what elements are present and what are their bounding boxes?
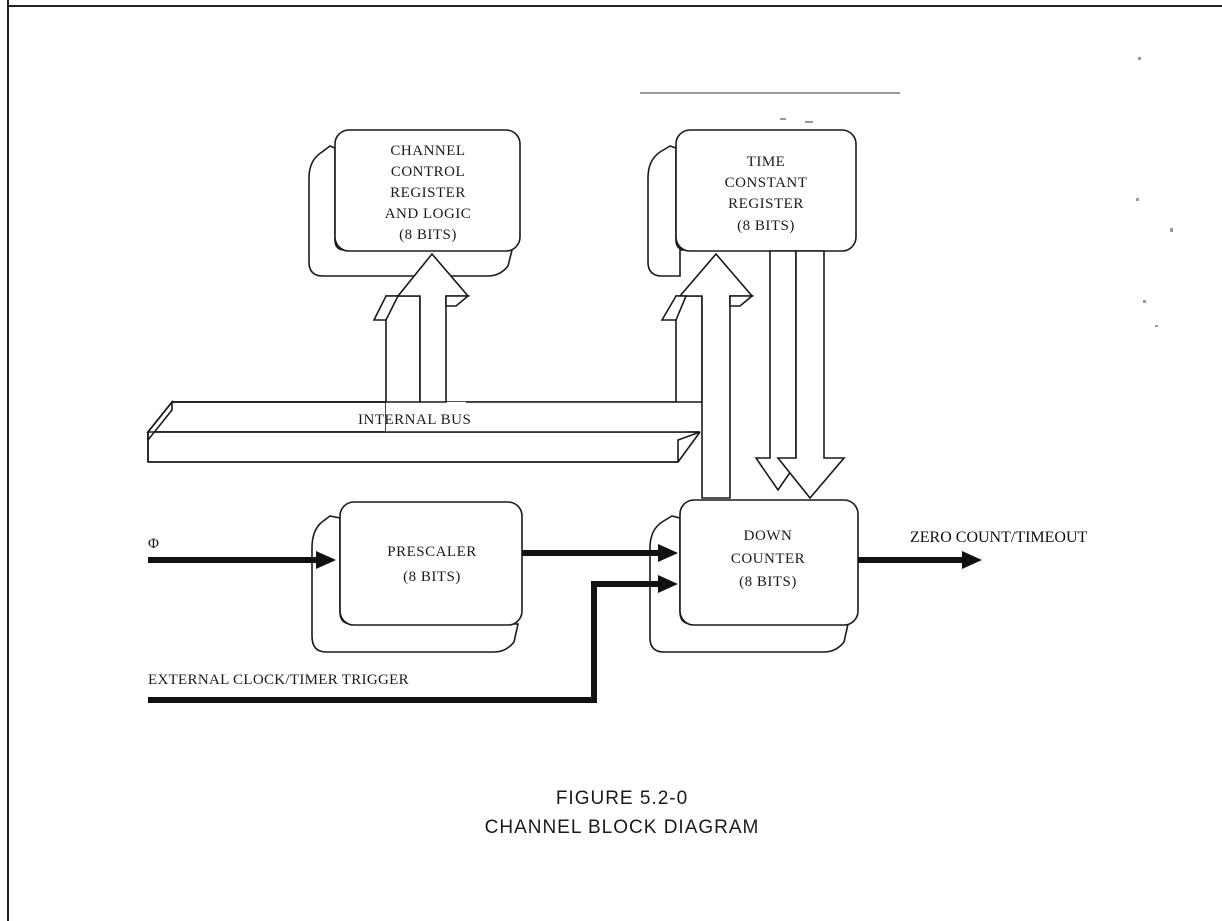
down-counter-label-line-1: DOWN [744, 528, 793, 544]
bus-to-channel-control-arrow [372, 252, 471, 403]
down-counter-label-line-2: COUNTER [731, 551, 805, 567]
external-clock-label: EXTERNAL CLOCK/TIMER TRIGGER [148, 672, 409, 688]
down-counter-label-line-3: (8 BITS) [739, 574, 797, 590]
internal-bus-label: INTERNAL BUS [358, 412, 471, 428]
figure-number: FIGURE 5.2-0 [556, 788, 688, 809]
zero-count-output-line [858, 551, 982, 569]
internal-bus: INTERNAL BUS [146, 399, 701, 463]
scan-noise [640, 57, 1173, 327]
time-constant-label-line-1: TIME [747, 154, 786, 170]
prescaler-label-line-1: PRESCALER [387, 544, 477, 560]
channel-control-label-line-2: CONTROL [391, 164, 465, 180]
channel-control-label-line-1: CHANNEL [390, 143, 465, 159]
down-counter-block: DOWN COUNTER (8 BITS) [649, 499, 859, 653]
channel-control-label-line-5: (8 BITS) [399, 227, 457, 243]
external-clock-line [148, 575, 678, 703]
channel-control-label-line-4: AND LOGIC [385, 206, 472, 222]
time-constant-label-line-3: REGISTER [728, 196, 804, 212]
prescaler-block: PRESCALER (8 BITS) [311, 501, 523, 653]
phi-signal-line [148, 551, 336, 569]
channel-control-label-line-3: REGISTER [390, 185, 466, 201]
channel-control-register-block: CHANNEL CONTROL REGISTER AND LOGIC (8 BI… [308, 129, 521, 277]
bus-to-time-constant-arrow [660, 252, 755, 499]
prescaler-label-line-2: (8 BITS) [403, 569, 461, 585]
prescaler-to-counter-line [522, 544, 678, 562]
figure-title: CHANNEL BLOCK DIAGRAM [485, 817, 760, 838]
time-constant-to-down-counter-arrow [754, 250, 846, 500]
time-constant-label-line-4: (8 BITS) [737, 218, 795, 234]
zero-count-label: ZERO COUNT/TIMEOUT [910, 529, 1088, 546]
page-frame [7, 0, 1222, 921]
phi-input-label: Φ [148, 536, 159, 552]
time-constant-register-block: TIME CONSTANT REGISTER (8 BITS) [647, 129, 857, 277]
time-constant-label-line-2: CONSTANT [725, 175, 808, 191]
